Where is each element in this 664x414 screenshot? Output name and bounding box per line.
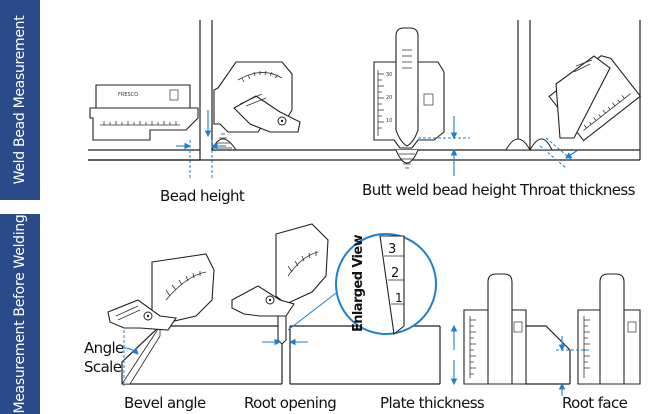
throat-thickness-label: Throat thickness: [519, 181, 636, 199]
butt-weld-scene: 30 20 10: [88, 27, 640, 176]
plate-thickness-label: Plate thickness: [380, 394, 485, 412]
enlarged-scale-3: 3: [388, 242, 396, 257]
weld-bead-section-header: Weld Bead Measurement: [0, 0, 40, 200]
bead-height-label: Bead height: [160, 187, 245, 205]
svg-text:FRESCO: FRESCO: [118, 92, 138, 98]
enlarged-scale-2: 2: [391, 266, 399, 281]
bevel-angle-label: Bevel angle: [124, 394, 206, 412]
svg-text:10: 10: [386, 118, 392, 124]
bead-height-scene: FRESCO: [88, 20, 237, 178]
svg-text:20: 20: [386, 95, 392, 101]
root-opening-scene: [231, 223, 440, 385]
fillet-gauge-scene: [204, 61, 301, 138]
plate-thickness-scene: [439, 273, 527, 386]
before-welding-section-header: Measurement Before Welding: [0, 214, 40, 414]
enlarged-scale-1: 1: [395, 291, 403, 305]
root-opening-label: Root opening: [244, 394, 336, 412]
root-face-label: Root face: [562, 394, 628, 412]
bevel-angle-scene: [107, 253, 283, 386]
enlarged-view-callout: 3 2 1 Enlarged View: [287, 233, 437, 336]
svg-text:30: 30: [386, 72, 392, 78]
scale-label-line2: Scale: [84, 358, 122, 376]
enlarged-view-label: Enlarged View: [351, 234, 366, 332]
throat-thickness-scene: FRESCO: [505, 20, 642, 169]
butt-weld-bead-height-label: Butt weld bead height: [362, 181, 516, 199]
angle-label-line1: Angle: [84, 339, 124, 357]
root-face-scene: [526, 273, 641, 396]
